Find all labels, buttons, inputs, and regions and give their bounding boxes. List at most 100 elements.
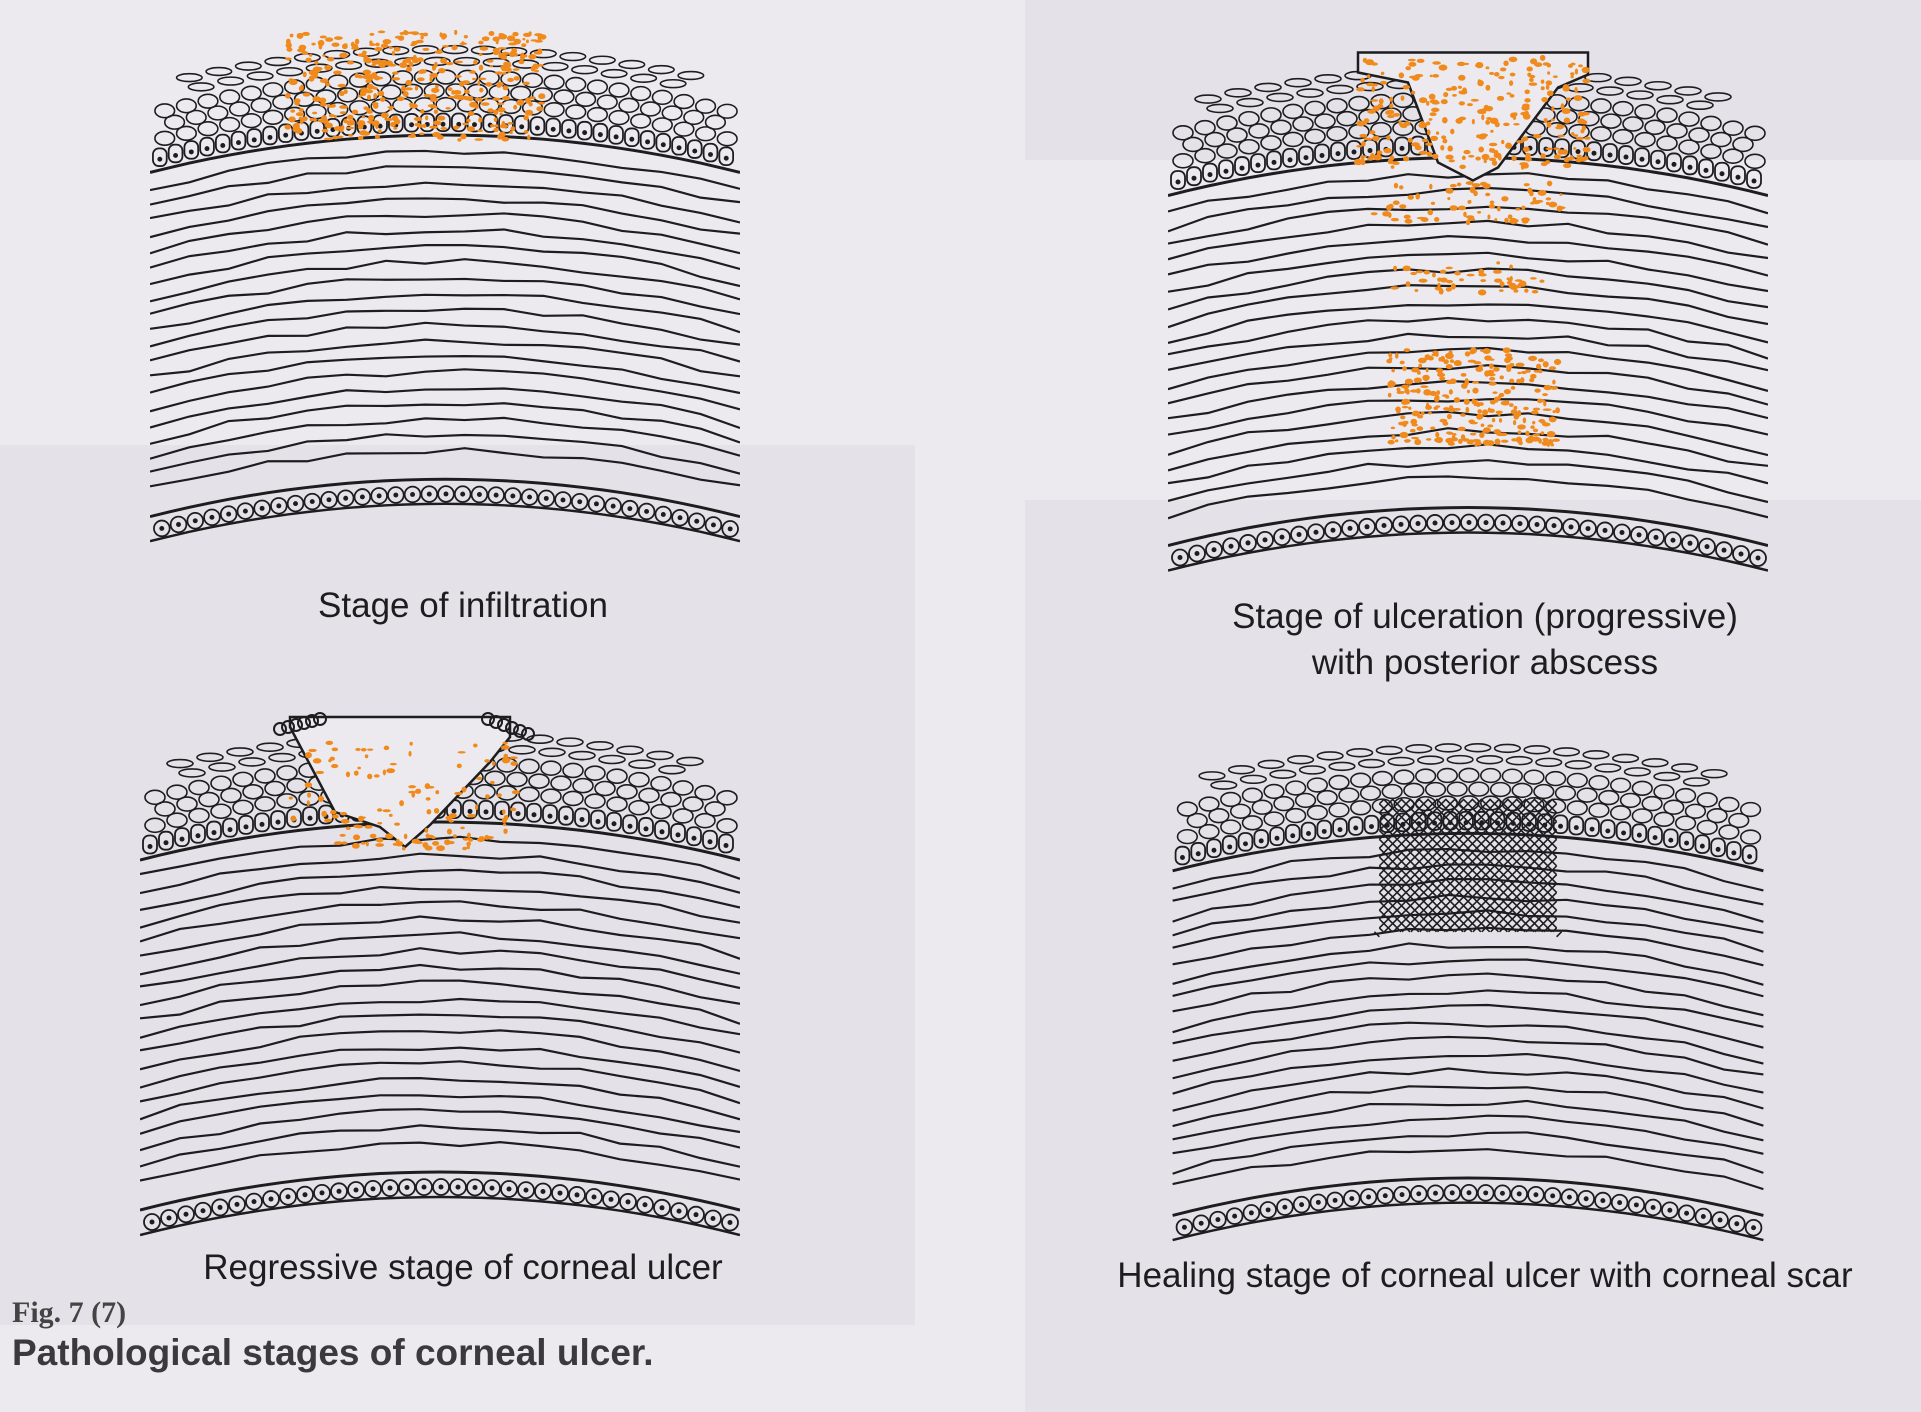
infiltrate-dot (1501, 196, 1509, 202)
epithelial-polygonal-cell (276, 793, 298, 809)
infiltrate-dot (532, 63, 539, 70)
infiltrate-dot (1442, 138, 1448, 144)
epithelial-flat-cell (234, 61, 262, 71)
infiltrate-dot (388, 106, 393, 111)
endothelial-nucleus (1650, 1205, 1656, 1210)
infiltrate-dot (537, 48, 543, 54)
endothelial-nucleus (455, 1184, 461, 1190)
epithelial-polygonal-cell (1326, 125, 1348, 142)
epithelial-polygonal-cell (673, 121, 695, 137)
infiltrate-dot (1528, 77, 1534, 82)
infiltrate-dot (1505, 142, 1512, 149)
infiltrate-dot (1507, 214, 1513, 220)
scar-fibre (1378, 909, 1402, 933)
endothelial-nucleus (1687, 540, 1693, 546)
infiltrate-dot (307, 792, 312, 798)
basal-cell-nucleus (1290, 833, 1296, 839)
basal-cell-nucleus (275, 819, 281, 825)
epithelial-polygonal-cell (528, 773, 550, 789)
infiltrate-dot (1396, 391, 1403, 394)
endothelial-cell (619, 1193, 637, 1211)
basal-cell-nucleus (1447, 820, 1453, 826)
scar-fibre (1552, 927, 1558, 933)
infiltrate-dot (432, 131, 441, 138)
epithelial-flat-cell (647, 64, 675, 75)
stroma-lamella (150, 338, 740, 378)
endothelial-nucleus (644, 508, 650, 514)
infiltrate-dot (509, 131, 513, 135)
epithelial-polygonal-cell (1260, 135, 1282, 151)
infiltrate-dot (312, 758, 322, 764)
endothelial-cell (654, 505, 673, 524)
stroma-lamella (150, 258, 740, 303)
basal-cell (1678, 831, 1695, 851)
epithelial-polygonal-cell (1285, 780, 1307, 796)
scar-fibre (1471, 798, 1558, 885)
infiltrate-dot (1563, 117, 1571, 124)
endothelial-cell (604, 497, 622, 515)
endothelial-cell (1307, 523, 1325, 542)
stroma-lamella (150, 165, 740, 206)
infiltrate-dot (1426, 101, 1430, 106)
scar-fibre (1378, 803, 1508, 933)
basal-cell (246, 128, 263, 148)
infiltrate-dot (358, 815, 364, 822)
infiltrate-dot (1450, 128, 1455, 135)
endothelial-cell (1192, 1214, 1210, 1233)
infiltrate-dot (408, 785, 417, 789)
caption-infiltration: Stage of infiltration (318, 586, 608, 626)
infiltrate-dot (528, 53, 537, 60)
infiltrate-dot (1421, 138, 1429, 143)
infiltrate-dot (1570, 72, 1575, 76)
infiltrate-dot (472, 77, 476, 81)
endothelial-nucleus (1653, 534, 1659, 540)
infiltrate-dot (354, 73, 359, 79)
endothelial-nucleus (326, 497, 332, 503)
stroma-lamella (140, 1013, 740, 1054)
endothelial-nucleus (1617, 1200, 1623, 1206)
stroma-lamella (140, 1124, 740, 1168)
infiltrate-dot (507, 121, 514, 125)
infiltrate-dot (1493, 72, 1500, 77)
infiltrate-dot (1480, 423, 1485, 428)
infiltrate-dot (1401, 384, 1410, 389)
epithelial-flat-cell (1356, 81, 1384, 92)
infiltrate-dot (1477, 211, 1482, 214)
infiltrate-dot (1403, 214, 1411, 219)
basal-cell-nucleus (1652, 835, 1658, 841)
scar-fibre (1480, 798, 1558, 876)
epithelial-flat-cell (628, 759, 656, 770)
infiltrate-dot (538, 93, 546, 100)
infiltrate-dot (366, 94, 372, 101)
endothelial-cell (228, 1195, 246, 1214)
epithelial-flat-cell (1626, 90, 1654, 100)
endothelial-cell (637, 502, 656, 521)
infiltrate-dot (404, 87, 413, 91)
epithelial-polygonal-cell (716, 131, 738, 147)
infiltrate-dot (1366, 74, 1371, 79)
stroma-lamella (1168, 234, 1768, 277)
infiltrate-dot (1544, 160, 1551, 165)
infiltrate-dot (469, 101, 478, 108)
infiltrate-dot (325, 37, 334, 42)
basal-cell-nucleus (1589, 826, 1595, 832)
infiltrate-dot (401, 846, 406, 851)
endothelial-cell (1188, 544, 1206, 563)
basal-cell-nucleus (1306, 831, 1311, 836)
infiltrate-dot (1443, 92, 1449, 98)
epithelial-polygonal-cell (1598, 789, 1620, 806)
infiltrate-dot (1370, 152, 1375, 160)
infiltrate-dot (501, 120, 506, 127)
infiltrate-dot (1464, 378, 1469, 384)
endothelial-cell (143, 1213, 161, 1231)
infiltrate-dot (534, 39, 544, 43)
descemet-membrane (1172, 1176, 1764, 1217)
infiltrate-dot (339, 105, 348, 109)
infiltrate-dot (1420, 411, 1425, 416)
infiltrate-dot (435, 84, 439, 89)
infiltrate-dot (1399, 360, 1405, 365)
infiltrate-dot (1429, 112, 1437, 117)
infiltrate-dot (1509, 362, 1515, 368)
infiltrate-dot (1522, 417, 1527, 424)
infiltrate-dot (1529, 58, 1538, 65)
